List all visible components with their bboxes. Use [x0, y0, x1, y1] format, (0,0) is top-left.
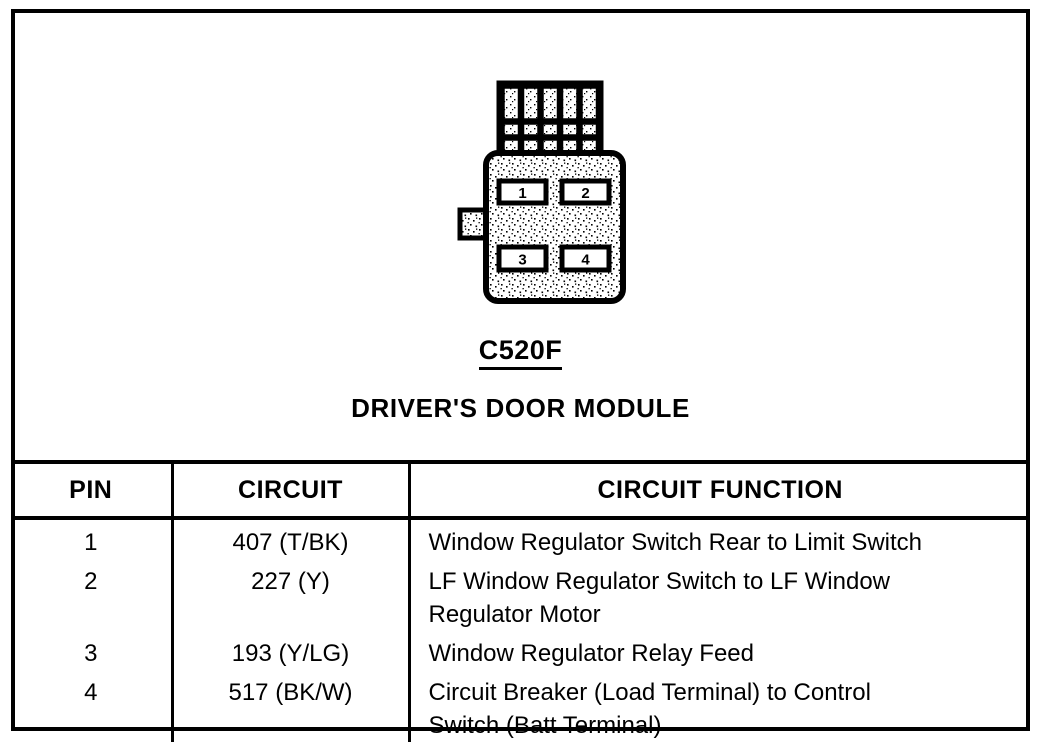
table-row: 4 . 517 (BK/W) . Circuit Breaker (Load T…: [11, 670, 1030, 742]
cell-circuit: 517 (BK/W) .: [170, 670, 411, 742]
column-header-circuit: CIRCUIT: [170, 460, 411, 520]
table-row: 2 . 227 (Y) . LF Window Regulator Switch…: [11, 559, 1030, 631]
function-line: Window Regulator Relay Feed: [428, 640, 755, 667]
cell-function: Window Regulator Switch Rear to Limit Sw…: [407, 518, 1030, 559]
function-line: Window Regulator Switch Rear to Limit Sw…: [428, 529, 923, 556]
circuit-value: 407 (T/BK): [232, 529, 349, 556]
pin-cavity-3-label: 3: [518, 252, 526, 269]
pinout-table: PIN CIRCUIT CIRCUIT FUNCTION 1 407 (T/BK…: [11, 460, 1030, 742]
table-header-row: PIN CIRCUIT CIRCUIT FUNCTION: [11, 460, 1030, 520]
pin-value: 2: [84, 568, 98, 595]
function-line: Regulator Motor: [428, 601, 601, 628]
connector-drawing: 1 2 3 4: [457, 80, 626, 304]
function-line: LF Window Regulator Switch to LF Window: [428, 568, 891, 595]
pin-value: 3: [84, 640, 98, 667]
circuit-value: 193 (Y/LG): [231, 640, 350, 667]
pin-cavity-1-label: 1: [518, 185, 526, 202]
pinout-table-header: PIN CIRCUIT CIRCUIT FUNCTION: [11, 460, 1030, 520]
connector-id-caption: C520F: [15, 335, 1026, 370]
cell-pin: 1: [11, 518, 174, 559]
pin-cavity-1: 1: [496, 178, 549, 206]
pin-cavity-2: 2: [559, 178, 612, 206]
cell-function: LF Window Regulator Switch to LF Window …: [407, 559, 1030, 631]
cell-circuit: 193 (Y/LG): [170, 631, 411, 670]
function-line: Switch (Batt Terminal): [428, 712, 662, 739]
cell-pin: 2 .: [11, 559, 174, 631]
cell-circuit: 407 (T/BK): [170, 518, 411, 559]
pin-value: 1: [84, 529, 98, 556]
table-row: 3 193 (Y/LG) Window Regulator Relay Feed: [11, 631, 1030, 670]
pin-cavity-2-label: 2: [581, 185, 589, 202]
connector-body: [483, 150, 626, 304]
module-name-caption: DRIVER'S DOOR MODULE: [351, 393, 690, 423]
diagram-page-frame: 1 2 3 4 C520F DRIVER'S DOOR MODULE: [11, 9, 1030, 742]
pin-cavity-4: 4: [559, 244, 612, 273]
pin-value: 4: [84, 679, 98, 706]
cell-pin: 3: [11, 631, 174, 670]
circuit-value: 227 (Y): [251, 568, 330, 595]
cell-circuit: 227 (Y) .: [170, 559, 411, 631]
circuit-value: 517 (BK/W): [228, 679, 353, 706]
cell-function: Circuit Breaker (Load Terminal) to Contr…: [407, 670, 1030, 742]
table-row: 1 407 (T/BK) Window Regulator Switch Rea…: [11, 518, 1030, 559]
pin-cavity-3: 3: [496, 244, 549, 273]
function-line: Circuit Breaker (Load Terminal) to Contr…: [428, 679, 871, 706]
cell-pin: 4 .: [11, 670, 174, 742]
pinout-table-body: 1 407 (T/BK) Window Regulator Switch Rea…: [11, 518, 1030, 742]
column-header-function: CIRCUIT FUNCTION: [407, 460, 1030, 520]
column-header-pin: PIN: [11, 460, 174, 520]
connector-terminal-grid: [496, 80, 604, 159]
connector-id-text: C520F: [478, 335, 563, 370]
cell-function: Window Regulator Relay Feed: [407, 631, 1030, 670]
pin-cavity-4-label: 4: [581, 252, 590, 269]
connector-figure: 1 2 3 4 C520F DRIVER'S DOOR MODULE: [15, 13, 1026, 453]
